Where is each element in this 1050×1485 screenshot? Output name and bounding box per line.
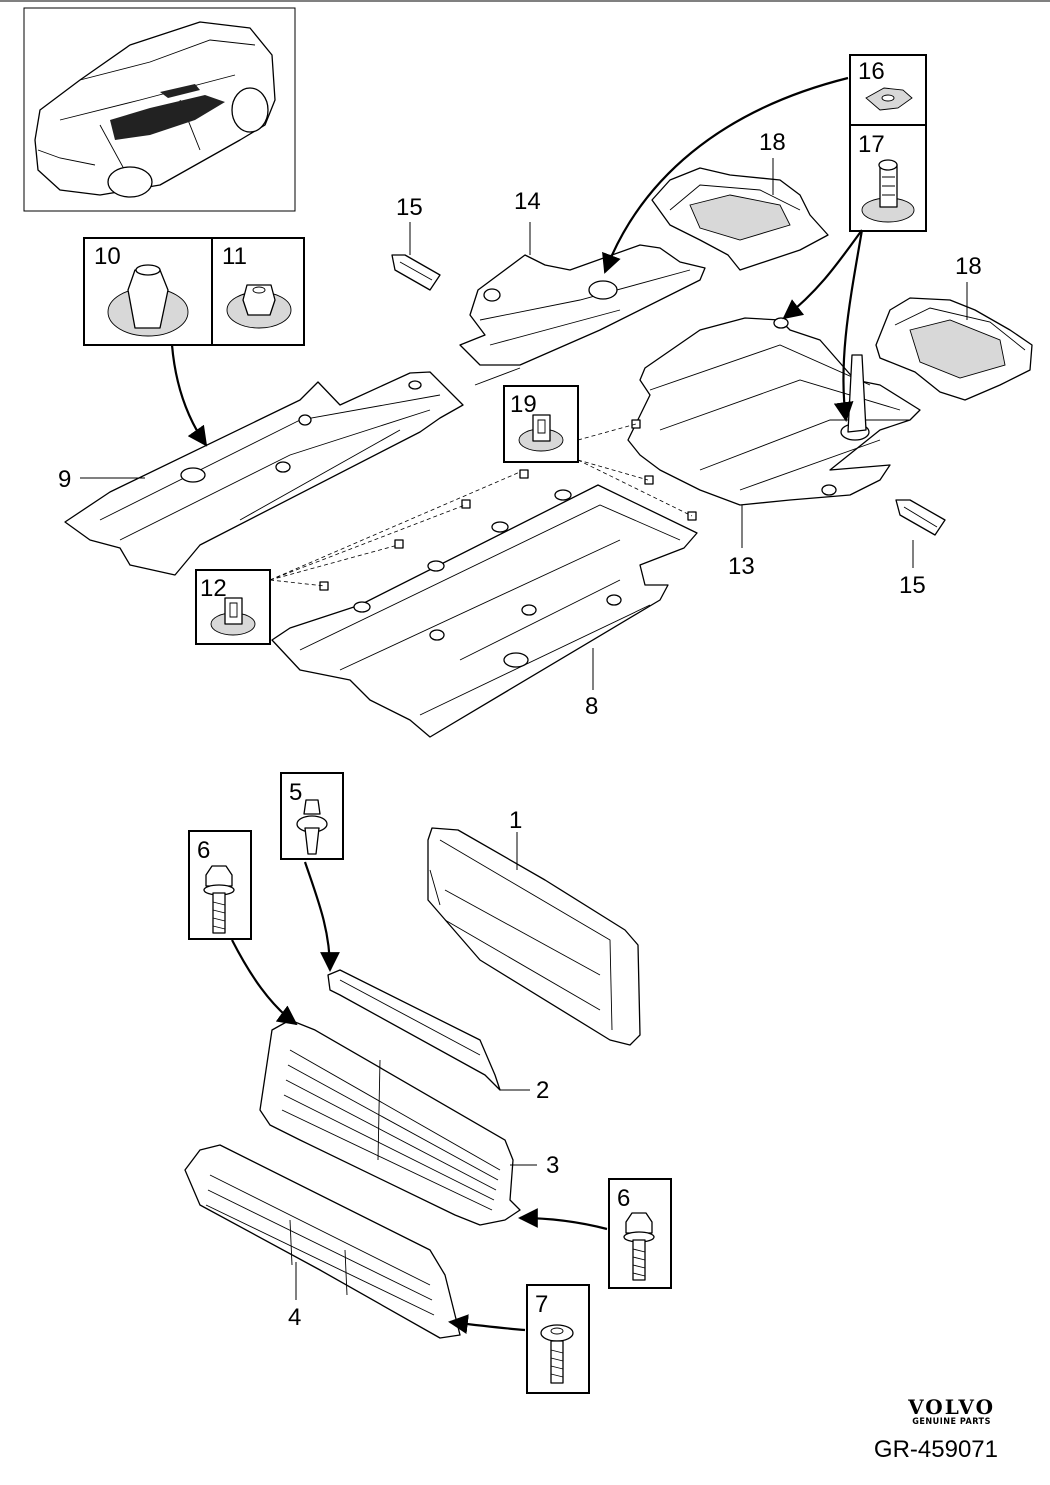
- callout-10: 10: [94, 243, 121, 270]
- callout-labels: 1 2 3 4 5 6 6 7 8 9 10 11 12 13 14 15 15…: [58, 58, 982, 1331]
- callout-7: 7: [535, 1291, 548, 1318]
- callout-5: 5: [289, 779, 302, 806]
- callout-box-5: [280, 772, 344, 860]
- callout-3: 3: [546, 1152, 559, 1179]
- callout-4: 4: [288, 1304, 301, 1331]
- callout-17: 17: [858, 131, 885, 158]
- callout-11: 11: [222, 243, 247, 270]
- callout-15-lower: 15: [899, 572, 926, 599]
- callout-8: 8: [585, 693, 598, 720]
- callout-12: 12: [200, 575, 227, 602]
- brand-tagline: GENUINE PARTS: [912, 1417, 991, 1427]
- part-13-rear-underbody-panel: [627, 317, 921, 506]
- part-8-center-underbody-panel: [271, 484, 698, 738]
- brand-logo: VOLVO: [908, 1395, 995, 1419]
- callout-14: 14: [514, 188, 541, 215]
- callout-box-10-11: [83, 237, 305, 346]
- callout-box-16: [849, 54, 927, 126]
- callout-9: 9: [58, 466, 71, 493]
- dashed-assembly-lines: [269, 423, 693, 587]
- part-14-tunnel-panel: [459, 244, 706, 386]
- part-18-upper-bracket: [651, 167, 829, 271]
- callout-19: 19: [510, 391, 537, 418]
- callout-box-6-upper: [188, 830, 252, 940]
- callout-13: 13: [728, 553, 755, 580]
- callout-box-12: [195, 569, 271, 645]
- callout-box-17: [849, 124, 927, 232]
- callout-15-upper: 15: [396, 194, 423, 221]
- diagram-reference: GR-459071: [873, 1436, 998, 1463]
- part-1-air-guide-frame: [427, 827, 641, 1046]
- part-15-upper-deflector: [391, 254, 441, 291]
- brand-block: VOLVO GENUINE PARTS: [908, 1395, 995, 1427]
- leader-lines: [80, 158, 968, 1300]
- callout-18-lower: 18: [955, 253, 982, 280]
- callout-1: 1: [509, 807, 522, 834]
- callout-6-upper: 6: [197, 837, 210, 864]
- vehicle-overview: [23, 7, 296, 212]
- arrows: [170, 76, 864, 1334]
- part-4-lower-air-guide: [184, 1144, 461, 1339]
- callout-box-7: [526, 1284, 590, 1394]
- part-15-lower-deflector: [895, 499, 946, 536]
- callout-2: 2: [536, 1077, 549, 1104]
- part-18-lower-bracket: [875, 297, 1033, 401]
- callout-box-6-lower: [608, 1178, 672, 1289]
- callout-18-upper: 18: [759, 129, 786, 156]
- part-9-front-underbody-panel: [64, 371, 464, 576]
- callout-box-19: [503, 385, 579, 463]
- callout-16: 16: [858, 58, 885, 85]
- callout-6-lower: 6: [617, 1185, 630, 1212]
